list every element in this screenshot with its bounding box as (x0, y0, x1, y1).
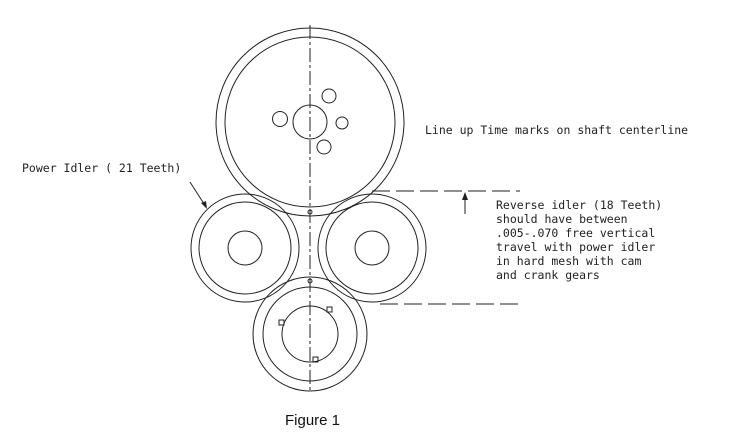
note-line: and crank gears (496, 268, 600, 282)
note-line: Reverse idler (18 Teeth) (496, 198, 662, 212)
note-line: in hard mesh with cam (496, 254, 641, 268)
reverse-idler-gear (317, 193, 427, 303)
power-idler-label: Power Idler ( 21 Teeth) (22, 161, 181, 175)
time-mark (307, 209, 313, 215)
note-line: .005-.070 free vertical (496, 226, 655, 240)
time-mark (307, 278, 313, 284)
reverse-idler-note: Reverse idler (18 Teeth) should have bet… (496, 198, 662, 282)
power-idler-gear (190, 193, 300, 303)
note-line: travel with power idler (496, 240, 655, 254)
up-arrow-icon (462, 192, 468, 214)
note-line: should have between (496, 212, 628, 226)
figure-caption: Figure 1 (285, 412, 340, 429)
timing-note: Line up Time marks on shaft centerline (425, 123, 688, 137)
leader-arrow-icon (189, 181, 207, 209)
